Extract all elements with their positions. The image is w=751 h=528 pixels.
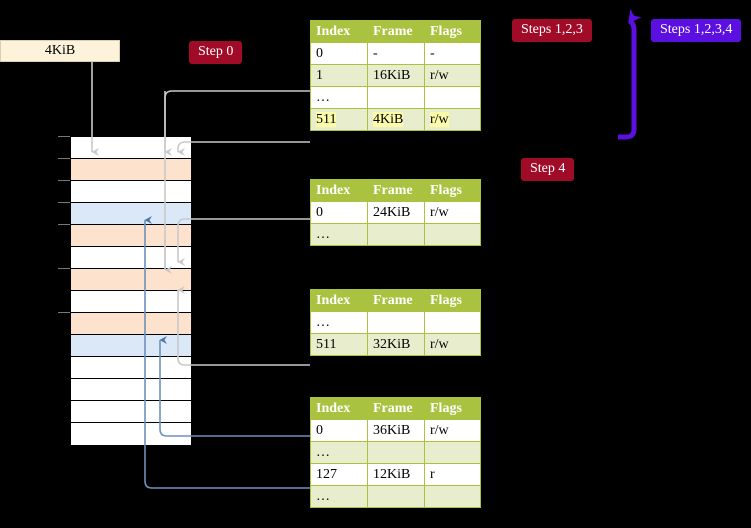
table-cell <box>367 441 425 464</box>
column-header-flags: Flags <box>424 20 481 43</box>
memory-row <box>71 159 191 181</box>
memory-row <box>71 137 191 159</box>
memory-row <box>71 269 191 291</box>
badge-step4: Step 4 <box>521 158 575 181</box>
wire-pd-row511 <box>177 286 310 366</box>
memory-row <box>71 423 191 445</box>
highlighted-value: r/w <box>430 111 449 127</box>
memory-row <box>71 203 191 225</box>
table-cell: r/w <box>424 419 481 442</box>
table-row: 0-- <box>310 42 481 65</box>
table-cell <box>367 86 425 109</box>
column-header-flags: Flags <box>424 179 481 202</box>
memory-tick <box>58 224 70 225</box>
column-header-frame: Frame <box>367 20 425 43</box>
memory-row <box>71 313 191 335</box>
column-header-frame: Frame <box>367 289 425 312</box>
memory-tick <box>58 136 70 137</box>
table-cell: 12KiB <box>367 463 425 486</box>
memory-row <box>71 181 191 203</box>
table-cell: 127 <box>310 463 368 486</box>
table-cell: … <box>310 441 368 464</box>
badge-steps-1234: Steps 1,2,3,4 <box>651 19 742 42</box>
memory-row <box>71 335 191 357</box>
table-row: … <box>310 223 481 246</box>
memory-row <box>71 379 191 401</box>
column-header-index: Index <box>310 397 368 420</box>
memory-tick <box>58 158 70 159</box>
table-cell: 24KiB <box>367 201 425 224</box>
table-cell: … <box>310 311 368 334</box>
table-cell: r/w <box>424 201 481 224</box>
memory-tick <box>58 180 70 181</box>
table-cell: r/w <box>424 108 481 131</box>
table-cell <box>367 311 425 334</box>
table-row: … <box>310 311 481 334</box>
memory-block-4kib: 4KiB <box>0 40 120 62</box>
table-row: … <box>310 441 481 464</box>
table-cell: r/w <box>424 333 481 356</box>
table-cell <box>424 441 481 464</box>
wire-pml4-row511 <box>177 141 310 156</box>
table-row: 511 4KiB r/w <box>310 108 481 131</box>
table-cell: - <box>367 42 425 65</box>
table-cell: 0 <box>310 42 368 65</box>
table-cell: r <box>424 463 481 486</box>
wire-pdpt-row0 <box>177 218 310 266</box>
table-cell: … <box>310 485 368 508</box>
table-cell <box>424 485 481 508</box>
column-header-flags: Flags <box>424 397 481 420</box>
physical-memory-column <box>70 136 191 445</box>
table-row: … <box>310 86 481 109</box>
column-header-frame: Frame <box>367 397 425 420</box>
table-row: … <box>310 485 481 508</box>
column-header-frame: Frame <box>367 179 425 202</box>
memory-tick <box>58 268 70 269</box>
table-cell: 32KiB <box>367 333 425 356</box>
table-cell <box>367 223 425 246</box>
table-cell: r/w <box>424 64 481 87</box>
memory-row <box>71 401 191 423</box>
table-cell: - <box>424 42 481 65</box>
table-cell: 16KiB <box>367 64 425 87</box>
column-header-index: Index <box>310 179 368 202</box>
badge-steps-123: Steps 1,2,3 <box>512 19 592 42</box>
table-cell: 511 <box>310 333 368 356</box>
memory-row <box>71 247 191 269</box>
table-cell: 0 <box>310 201 368 224</box>
table-cell: 1 <box>310 64 368 87</box>
table-cell <box>424 311 481 334</box>
column-header-flags: Flags <box>424 289 481 312</box>
highlighted-value: 511 <box>316 111 337 127</box>
table-cell <box>424 86 481 109</box>
table-cell: 0 <box>310 419 368 442</box>
table-cell: 36KiB <box>367 419 425 442</box>
violet-bracket-arrow <box>618 8 642 140</box>
column-header-index: Index <box>310 20 368 43</box>
table-cell: … <box>310 223 368 246</box>
table-cell: … <box>310 86 368 109</box>
memory-row <box>71 357 191 379</box>
memory-tick <box>58 202 70 203</box>
memory-row <box>71 225 191 247</box>
memory-row <box>71 291 191 313</box>
table-cell <box>424 223 481 246</box>
highlighted-value: 4KiB <box>373 111 404 127</box>
table-cell: 511 <box>310 108 368 131</box>
memory-tick <box>58 312 70 313</box>
table-cell <box>367 485 425 508</box>
table-cell: 4KiB <box>367 108 425 131</box>
column-header-index: Index <box>310 289 368 312</box>
badge-step0: Step 0 <box>189 41 243 64</box>
